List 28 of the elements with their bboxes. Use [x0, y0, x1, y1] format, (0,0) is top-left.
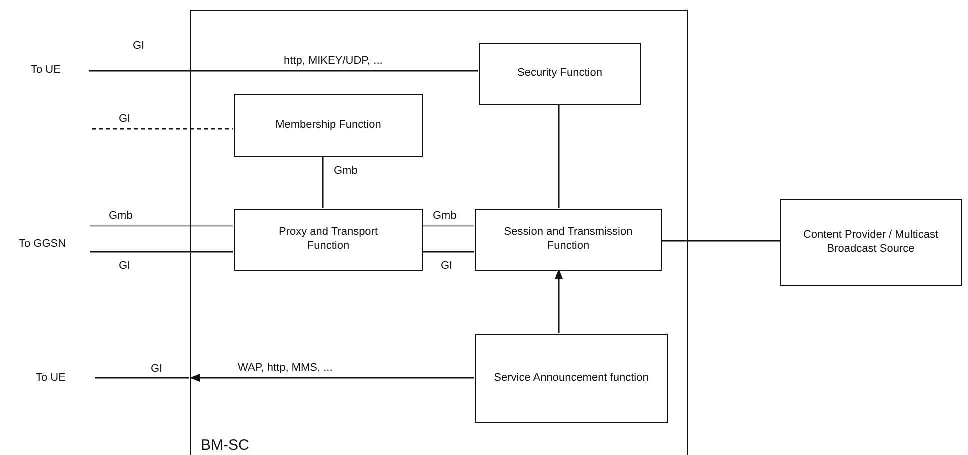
box-label: Membership Function	[276, 118, 382, 132]
system-label: BM-SC	[201, 437, 250, 454]
function-box	[780, 199, 962, 286]
function-box	[475, 334, 668, 423]
connector-line	[90, 251, 233, 253]
system-boundary-box	[190, 10, 688, 455]
connector-line	[322, 156, 324, 208]
connector-line	[90, 225, 233, 227]
connector-line	[422, 251, 474, 253]
function-box	[234, 94, 423, 157]
edge-label: http, MIKEY/UDP, ...	[283, 55, 384, 68]
connector-line	[92, 128, 233, 130]
connector-line	[558, 104, 560, 208]
box-label: Proxy and Transport Function	[278, 226, 380, 254]
connector-line	[190, 374, 474, 382]
box-label: Content Provider / Multicast Broadcast Source	[802, 228, 940, 256]
connector-line	[555, 269, 563, 333]
box-label: Security Function	[518, 67, 602, 81]
function-box	[234, 209, 423, 271]
function-box	[475, 209, 662, 271]
connector-line	[89, 70, 478, 72]
connector-line	[422, 225, 474, 227]
connector-line	[661, 240, 780, 242]
box-label: Service Announcement function	[494, 372, 649, 386]
edge-label: WAP, http, MMS, ...	[237, 362, 334, 376]
function-box	[479, 43, 641, 105]
connector-line	[95, 377, 189, 379]
box-label: Session and Transmission Function	[503, 226, 634, 254]
